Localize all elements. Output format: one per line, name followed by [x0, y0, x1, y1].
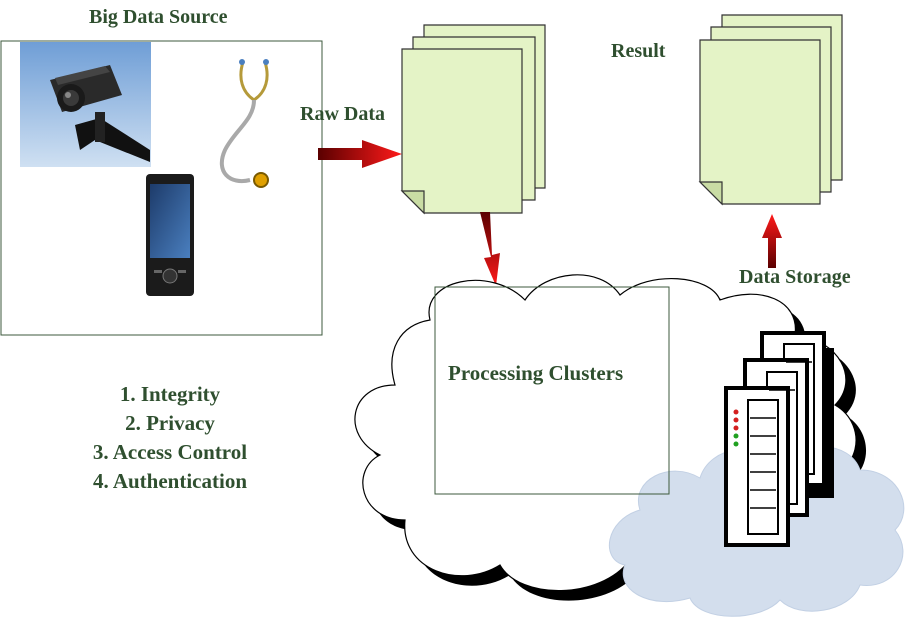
- requirement-item: 1. Integrity: [119, 382, 221, 406]
- smartphone-icon: [146, 174, 194, 296]
- processing-box: [434, 286, 670, 495]
- result-label: Result: [611, 40, 666, 62]
- raw-data-arrow: [318, 140, 402, 168]
- raw-data-label: Raw Data: [300, 103, 385, 125]
- requirement-item: 4. Authentication: [92, 469, 247, 493]
- requirement-item: 3. Access Control: [92, 440, 248, 464]
- processing-clusters-label: Processing Clusters: [448, 361, 624, 385]
- raw-data-documents: [400, 24, 546, 215]
- processing-arrow: [480, 212, 500, 286]
- storage-arrow: [762, 214, 782, 268]
- source-title: Big Data Source: [89, 6, 228, 28]
- result-documents: [698, 14, 843, 206]
- requirement-item: 2. Privacy: [125, 411, 215, 435]
- security-requirements-list: 1. Integrity 2. Privacy 3. Access Contro…: [60, 380, 280, 496]
- stethoscope-icon: [219, 59, 269, 188]
- cctv-camera-icon: [20, 42, 151, 167]
- data-storage-label: Data Storage: [739, 266, 851, 288]
- server-rack-icon: [724, 331, 834, 547]
